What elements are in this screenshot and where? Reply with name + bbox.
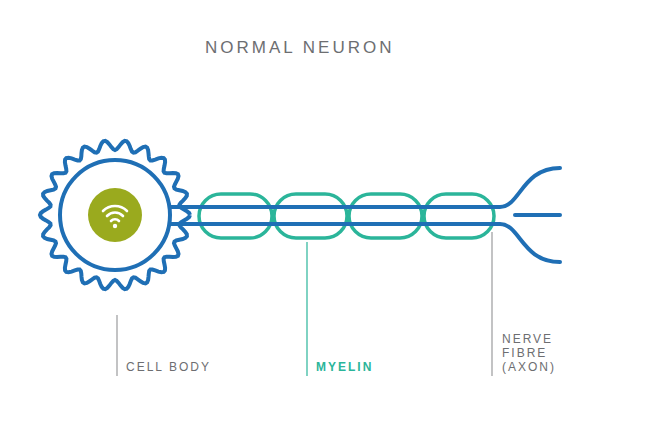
part-label: CELL BODY (126, 360, 211, 374)
part-label: MYELIN (316, 360, 373, 374)
myelin-sheath (199, 194, 494, 238)
cell-body-inner (60, 160, 170, 270)
signal-icon (103, 206, 127, 221)
cell-body-scallop (40, 141, 190, 289)
signal-dot (113, 224, 117, 228)
cell-body-outline (40, 141, 190, 289)
part-label: NERVE FIBRE (AXON) (502, 332, 556, 374)
nucleus (88, 188, 142, 242)
diagram-title: NORMAL NEURON (205, 38, 395, 58)
leader-lines (117, 232, 492, 376)
axon (170, 168, 560, 262)
